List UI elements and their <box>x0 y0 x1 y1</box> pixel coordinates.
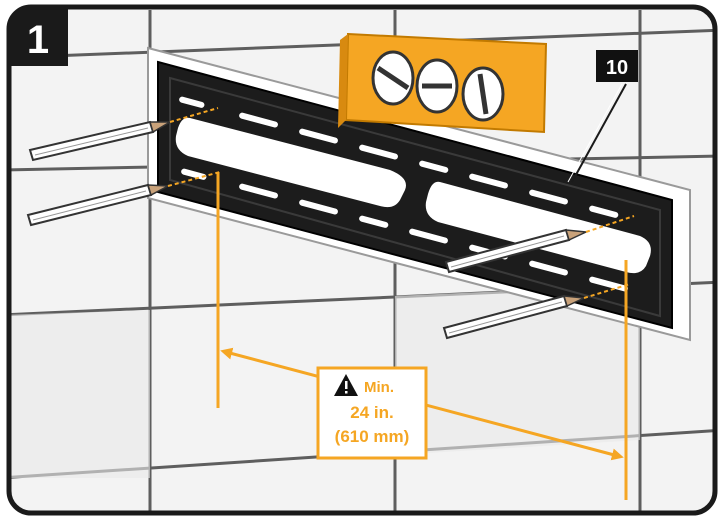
step-number-badge: 1 <box>9 7 68 66</box>
measurement-label: Min. 24 in. (610 mm) <box>318 368 426 458</box>
measurement-line-1: Min. <box>364 379 394 396</box>
measurement-line-3: (610 mm) <box>335 427 410 446</box>
part-number-text: 10 <box>606 57 628 79</box>
bubble-level-tool <box>338 34 546 132</box>
part-number-badge: 10 <box>596 50 638 82</box>
measurement-line-2: 24 in. <box>350 403 393 422</box>
step-number-text: 1 <box>27 18 49 62</box>
